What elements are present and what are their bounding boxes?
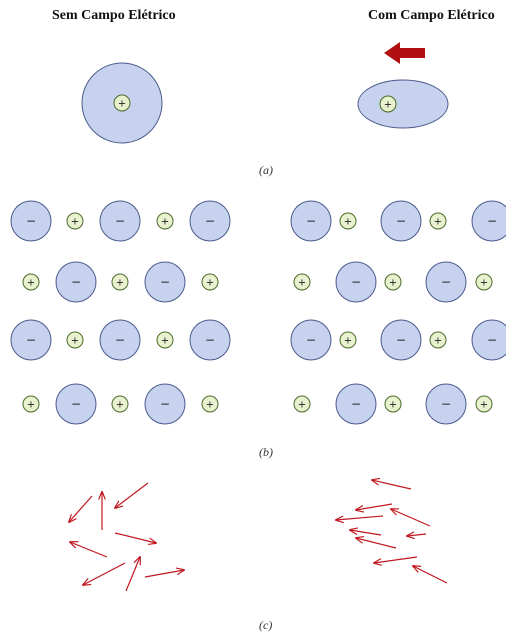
charge-symbol: +	[480, 278, 488, 289]
charge-symbol: +	[434, 217, 442, 228]
panel-label-c: (c)	[259, 618, 272, 633]
aligned-dipole-arrow	[356, 504, 392, 510]
charge-symbol: +	[389, 400, 397, 411]
charge-symbol: −	[487, 214, 497, 228]
charge-symbol: −	[160, 397, 170, 411]
random-dipole-arrow	[70, 542, 107, 557]
charge-symbol: +	[344, 336, 352, 347]
charge-symbol: +	[118, 99, 126, 110]
polarized-electron-cloud	[358, 80, 448, 128]
charge-symbol: −	[441, 397, 451, 411]
charge-symbol: +	[480, 400, 488, 411]
charge-symbol: +	[206, 278, 214, 289]
charge-symbol: +	[27, 278, 35, 289]
random-dipole-arrow	[69, 496, 92, 522]
charge-symbol: −	[351, 275, 361, 289]
aligned-dipole-arrow	[336, 516, 383, 520]
charge-symbol: −	[26, 214, 36, 228]
charge-symbol: +	[298, 400, 306, 411]
charge-symbol: +	[71, 217, 79, 228]
charge-symbol: −	[115, 214, 125, 228]
field-arrow-shape	[384, 42, 425, 64]
charge-symbol: −	[160, 275, 170, 289]
charge-symbol: −	[306, 214, 316, 228]
charge-symbol: −	[26, 333, 36, 347]
random-dipole-arrow	[115, 483, 148, 508]
charge-symbol: −	[396, 214, 406, 228]
random-dipole-arrow	[126, 557, 140, 591]
random-dipole-arrow	[83, 563, 125, 585]
charge-symbol: +	[206, 400, 214, 411]
charge-symbol: −	[306, 333, 316, 347]
random-dipole-arrow	[115, 533, 156, 543]
charge-symbol: +	[71, 336, 79, 347]
charge-symbol: −	[71, 397, 81, 411]
aligned-dipole-arrow	[413, 566, 447, 583]
panel-label-b: (b)	[259, 445, 273, 460]
aligned-dipole-arrow	[356, 538, 396, 548]
charge-symbol: +	[389, 278, 397, 289]
charge-symbol: +	[344, 217, 352, 228]
charge-symbol: +	[298, 278, 306, 289]
charge-symbol: +	[161, 336, 169, 347]
charge-symbol: −	[71, 275, 81, 289]
aligned-dipole-arrow	[391, 509, 430, 526]
charge-symbol: +	[27, 400, 35, 411]
charge-symbol: −	[396, 333, 406, 347]
charge-symbol: −	[351, 397, 361, 411]
charge-symbol: −	[115, 333, 125, 347]
charge-symbol: −	[441, 275, 451, 289]
left-arrow-icon	[384, 42, 425, 64]
aligned-dipole-arrow	[350, 530, 381, 535]
charge-symbol: −	[205, 214, 215, 228]
panel-label-a: (a)	[259, 163, 273, 178]
random-dipole-arrow	[145, 570, 184, 577]
charge-symbol: −	[487, 333, 497, 347]
charge-symbol: +	[434, 336, 442, 347]
aligned-dipole-arrow	[372, 480, 411, 489]
charge-symbol: +	[116, 400, 124, 411]
charge-symbol: +	[384, 100, 392, 111]
charge-symbol: +	[161, 217, 169, 228]
charge-symbol: +	[116, 278, 124, 289]
aligned-dipole-arrow	[374, 557, 417, 563]
aligned-dipole-arrow	[407, 534, 426, 536]
charge-symbol: −	[205, 333, 215, 347]
